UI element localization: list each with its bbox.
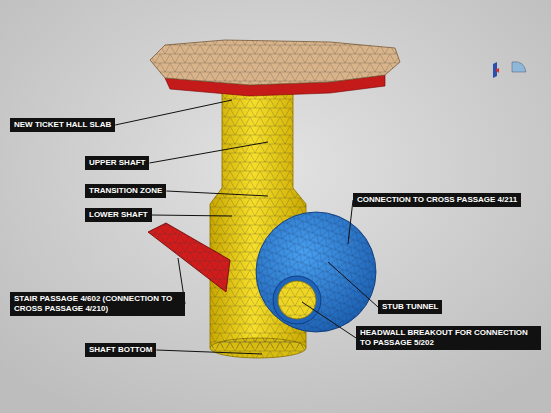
part-label: NEW TICKET HALL SLAB — [10, 118, 115, 132]
part-label: LOWER SHAFT — [85, 208, 152, 222]
part-label: SHAFT BOTTOM — [85, 343, 156, 357]
leader-line — [328, 262, 378, 307]
part-label: TRANSITION ZONE — [85, 184, 166, 198]
part-label: CONNECTION TO CROSS PASSAGE 4/211 — [353, 193, 521, 207]
leader-line — [149, 142, 268, 163]
part-label: STUB TUNNEL — [378, 300, 442, 314]
leader-line — [152, 215, 232, 216]
leader-line — [115, 100, 232, 125]
leader-line — [302, 302, 356, 338]
part-label: UPPER SHAFT — [85, 156, 149, 170]
leader-line — [166, 191, 268, 196]
part-label: STAIR PASSAGE 4/602 (CONNECTION TO CROSS… — [10, 292, 185, 316]
part-label: HEADWALL BREAKOUT FOR CONNECTION TO PASS… — [356, 326, 541, 350]
leader-line — [156, 350, 262, 354]
